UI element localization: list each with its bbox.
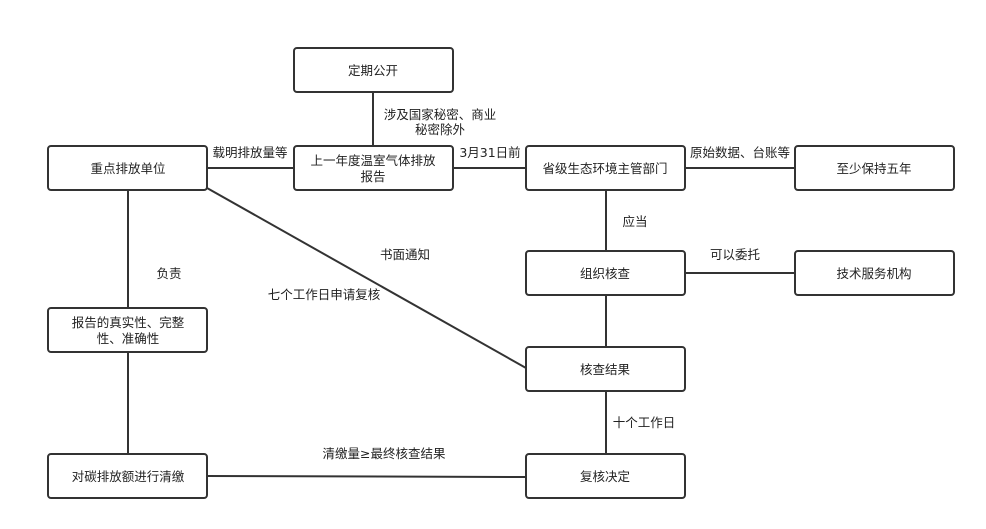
node-verification-result: 核查结果 bbox=[525, 346, 686, 392]
node-annual-report-label-line1: 上一年度温室气体排放 bbox=[310, 153, 436, 168]
node-report-authenticity-label-line1: 报告的真实性、完整 bbox=[72, 315, 185, 330]
edge-label-seven-days: 七个工作日申请复核 bbox=[268, 287, 381, 302]
edge-label-secret-exclusion-line2: 秘密除外 bbox=[415, 122, 466, 137]
edge-label-written-notice: 书面通知 bbox=[380, 247, 430, 262]
edge-label-may-delegate: 可以委托 bbox=[710, 247, 760, 262]
node-organize-verification: 组织核查 bbox=[525, 250, 686, 296]
node-verification-result-label: 核查结果 bbox=[580, 362, 631, 377]
node-report-authenticity-label-line2: 性、准确性 bbox=[97, 331, 160, 346]
edge-label-should: 应当 bbox=[622, 214, 647, 229]
edge-label-ten-days: 十个工作日 bbox=[613, 415, 676, 430]
node-keep-five-years: 至少保持五年 bbox=[794, 145, 955, 191]
edge-label-deadline: 3月31日前 bbox=[459, 145, 520, 160]
node-organize-verification-label: 组织核查 bbox=[580, 266, 631, 281]
node-annual-report: 上一年度温室气体排放 报告 bbox=[293, 145, 454, 191]
node-key-emitting-unit: 重点排放单位 bbox=[47, 145, 208, 191]
node-review-decision: 复核决定 bbox=[525, 453, 686, 499]
edge-label-raw-data: 原始数据、台账等 bbox=[690, 145, 790, 160]
node-regular-disclosure: 定期公开 bbox=[293, 47, 454, 93]
node-technical-agency-label: 技术服务机构 bbox=[836, 266, 911, 281]
node-provincial-department: 省级生态环境主管部门 bbox=[525, 145, 686, 191]
edge-surrender-to-review bbox=[206, 475, 527, 478]
node-surrender-allowances-label: 对碳排放额进行清缴 bbox=[72, 469, 185, 484]
node-provincial-department-label: 省级生态环境主管部门 bbox=[542, 161, 667, 176]
node-technical-agency: 技术服务机构 bbox=[794, 250, 955, 296]
node-regular-disclosure-label: 定期公开 bbox=[348, 63, 398, 78]
node-key-emitting-unit-label: 重点排放单位 bbox=[90, 161, 165, 176]
node-report-authenticity: 报告的真实性、完整 性、准确性 bbox=[47, 307, 208, 353]
node-annual-report-label-line2: 报告 bbox=[360, 169, 385, 184]
connectors bbox=[127, 92, 795, 478]
node-keep-five-years-label: 至少保持五年 bbox=[836, 161, 911, 176]
node-surrender-allowances: 对碳排放额进行清缴 bbox=[47, 453, 208, 499]
edge-labels: 涉及国家秘密、商业 秘密除外 载明排放量等 3月31日前 原始数据、台账等 应当… bbox=[156, 107, 790, 461]
node-review-decision-label: 复核决定 bbox=[580, 469, 630, 484]
edge-label-surrender-amount: 清缴量≥最终核查结果 bbox=[323, 446, 446, 461]
edge-label-responsible: 负责 bbox=[156, 266, 181, 281]
edge-label-secret-exclusion-line1: 涉及国家秘密、商业 bbox=[384, 107, 497, 122]
edge-unit-to-result-diagonal bbox=[206, 187, 527, 369]
edge-label-emissions: 载明排放量等 bbox=[212, 145, 287, 160]
